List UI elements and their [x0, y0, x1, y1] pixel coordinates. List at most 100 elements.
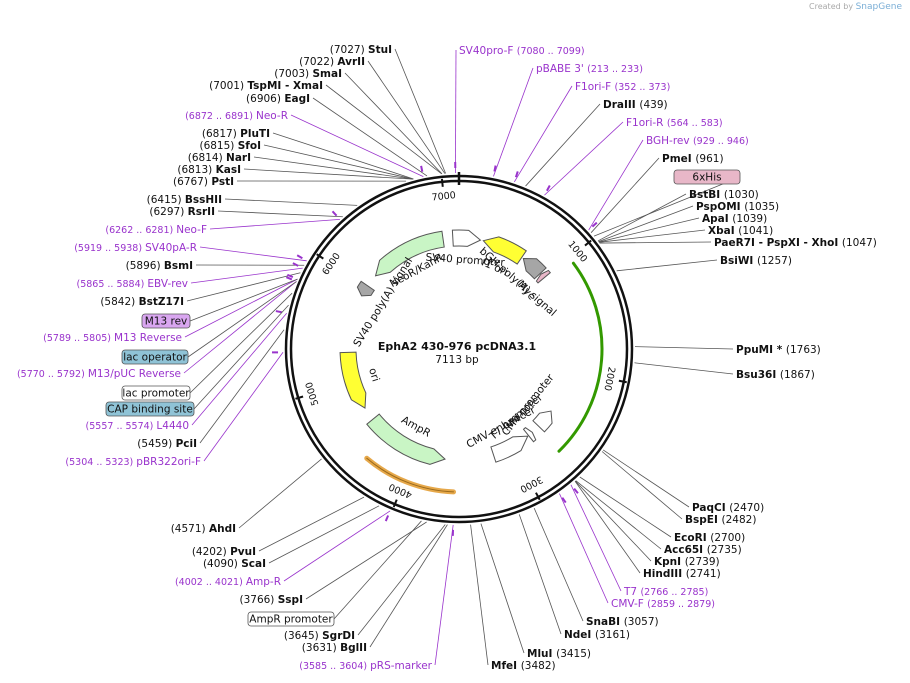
feature-arrow[interactable]: [374, 230, 445, 277]
leader-line: [305, 521, 427, 600]
restriction-site-label[interactable]: (5459) PciI: [137, 438, 197, 450]
feature-arrow[interactable]: [532, 410, 553, 433]
primer-label[interactable]: (5304 .. 5323) pBR322ori-F: [65, 456, 201, 468]
restriction-site-label[interactable]: ApaI (1039): [702, 213, 767, 225]
feature-box-label: AmpR promoter: [249, 614, 333, 626]
leader-line: [238, 458, 322, 529]
restriction-site-label[interactable]: (7027) StuI: [330, 44, 392, 56]
restriction-site-label[interactable]: PspOMI (1035): [696, 201, 779, 213]
restriction-site-label[interactable]: (7003) SmaI: [274, 68, 342, 80]
primer-label[interactable]: (5789 .. 5805) M13 Reverse: [43, 332, 182, 344]
restriction-site-label[interactable]: SnaBI (3057): [586, 616, 659, 628]
feature-arrow[interactable]: [490, 435, 529, 463]
leader-line: [574, 481, 641, 574]
restriction-site-label[interactable]: PmeI (961): [662, 153, 724, 165]
primer-label[interactable]: F1ori-F (352 .. 373): [575, 81, 670, 93]
feature-arrow[interactable]: [522, 427, 537, 443]
feature-arrow[interactable]: [482, 236, 527, 265]
primer-label[interactable]: BGH-rev (929 .. 946): [646, 135, 749, 147]
feature-box[interactable]: [673, 169, 741, 185]
feature-arrow[interactable]: [535, 269, 552, 284]
leader-line: [187, 281, 297, 358]
leader-line: [634, 362, 734, 375]
primer-label[interactable]: (5919 .. 5938) SV40pA-R: [74, 242, 197, 254]
restriction-site-label[interactable]: EcoRI (2700): [674, 532, 745, 544]
feature-arrow[interactable]: [451, 229, 482, 247]
feature-box-label: 6xHis: [692, 172, 721, 184]
primer-label[interactable]: SV40pro-F (7080 .. 7099): [459, 45, 585, 57]
restriction-site-label[interactable]: (4202) PvuI: [192, 546, 256, 558]
restriction-site-label[interactable]: (6906) EagI: [246, 93, 310, 105]
leader-line: [588, 139, 644, 231]
primer-label[interactable]: T7 (2766 .. 2785): [623, 586, 708, 598]
feature-box[interactable]: [121, 385, 191, 401]
primer-label[interactable]: (6262 .. 6281) Neo-F: [105, 224, 207, 236]
restriction-site-label[interactable]: (5842) BstZ17I: [100, 296, 184, 308]
restriction-site-label[interactable]: (6415) BssHII: [147, 194, 222, 206]
primer-label[interactable]: (6872 .. 6891) Neo-R: [185, 110, 288, 122]
primer-label[interactable]: (5557 .. 5574) L4440: [86, 420, 189, 432]
leader-line: [575, 480, 662, 550]
feature-box[interactable]: [121, 349, 189, 365]
restriction-site-label[interactable]: PaqCI (2470): [692, 502, 764, 514]
leader-line: [224, 198, 358, 206]
leader-line: [191, 313, 287, 426]
primer-tick: [561, 497, 567, 504]
restriction-site-label[interactable]: (5896) BsmI: [126, 260, 193, 272]
primer-label[interactable]: (4002 .. 4021) Amp-R: [175, 576, 281, 588]
restriction-site-label[interactable]: (6297) RsrII: [149, 206, 215, 218]
restriction-site-label[interactable]: BstBI (1030): [689, 189, 759, 201]
primer-tick: [420, 165, 424, 172]
feature-box[interactable]: [141, 313, 191, 329]
feature-box[interactable]: [105, 401, 195, 417]
primer-tick: [275, 310, 282, 314]
restriction-site-label[interactable]: Acc65I (2735): [664, 544, 742, 556]
restriction-site-label[interactable]: (6813) KasI: [177, 164, 241, 176]
primer-label[interactable]: (5770 .. 5792) M13/pUC Reverse: [17, 368, 181, 380]
restriction-site-label[interactable]: (6815) SfoI: [199, 140, 261, 152]
restriction-site-label[interactable]: (3645) SgrDI: [284, 630, 355, 642]
restriction-site-label[interactable]: NdeI (3161): [564, 629, 630, 641]
primer-label[interactable]: F1ori-R (564 .. 583): [626, 117, 723, 129]
leader-line: [193, 304, 289, 410]
leader-line: [243, 168, 413, 180]
primer-label[interactable]: (3585 .. 3604) pRS-marker: [299, 660, 432, 672]
restriction-site-label[interactable]: (7022) AvrII: [299, 56, 365, 68]
leader-line: [190, 267, 303, 284]
restriction-site-label[interactable]: (3766) SspI: [239, 594, 303, 606]
restriction-site-label[interactable]: DraIII (439): [603, 99, 668, 111]
feature-box[interactable]: [247, 611, 335, 627]
leader-line: [369, 524, 448, 648]
restriction-site-label[interactable]: KpnI (2739): [654, 556, 720, 568]
restriction-site-label[interactable]: BsiWI (1257): [720, 255, 792, 267]
feature-arrow[interactable]: [522, 258, 547, 280]
primer-tick: [514, 171, 519, 178]
restriction-site-label[interactable]: PpuMI * (1763): [736, 344, 821, 356]
leader-line: [268, 505, 380, 564]
restriction-site-label[interactable]: (7001) TspMI - XmaI: [209, 80, 323, 92]
restriction-site-label[interactable]: (6814) NarI: [188, 152, 251, 164]
feature-arrow[interactable]: [339, 351, 367, 409]
feature-arrow[interactable]: [356, 280, 375, 297]
restriction-site-label[interactable]: BspEI (2482): [685, 514, 756, 526]
restriction-site-label[interactable]: (6817) PluTI: [202, 128, 270, 140]
restriction-site-label[interactable]: XbaI (1041): [708, 225, 773, 237]
restriction-site-label[interactable]: (6767) PstI: [173, 176, 234, 188]
restriction-site-label[interactable]: (3631) BglII: [302, 642, 367, 654]
leader-line: [272, 132, 414, 180]
feature-arrow[interactable]: [366, 413, 446, 465]
restriction-site-label[interactable]: (4090) ScaI: [203, 558, 266, 570]
primer-label[interactable]: pBABE 3' (213 .. 233): [536, 63, 643, 75]
primer-label[interactable]: CMV-F (2859 .. 2879): [611, 598, 715, 610]
leader-line: [480, 523, 525, 654]
restriction-site-label[interactable]: PaeR7I - PspXI - XhoI (1047): [714, 237, 877, 249]
amp-region-arc: [364, 455, 457, 495]
plasmid-name: EphA2 430-976 pcDNA3.1: [378, 340, 536, 353]
restriction-site-label[interactable]: Bsu36I (1867): [736, 369, 815, 381]
restriction-site-label[interactable]: MluI (3415): [527, 648, 591, 660]
restriction-site-label[interactable]: HindIII (2741): [643, 568, 721, 580]
restriction-site-label[interactable]: (4571) AhdI: [171, 523, 236, 535]
primer-label[interactable]: (5865 .. 5884) EBV-rev: [76, 278, 188, 290]
restriction-site-label[interactable]: MfeI (3482): [491, 660, 556, 672]
